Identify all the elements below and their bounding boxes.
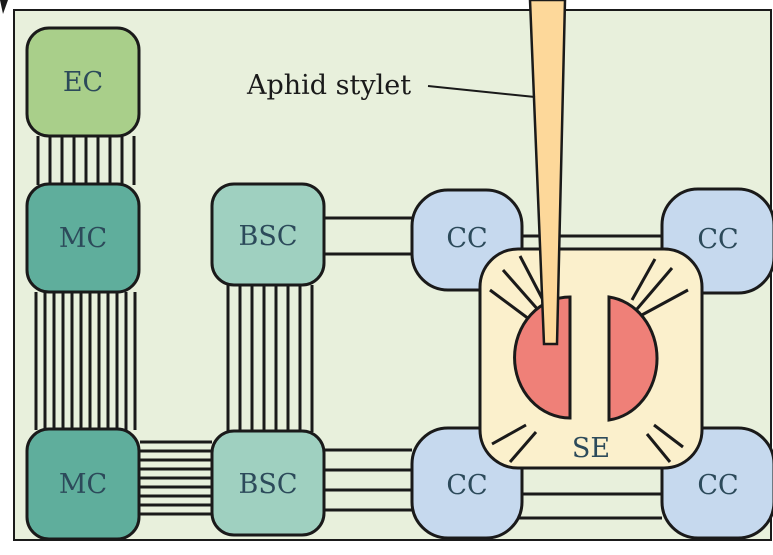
cc-label-top-left: CC (446, 223, 487, 254)
ec-label: EC (63, 67, 103, 98)
bsc-label-top: BSC (239, 221, 298, 252)
corner-fragment (0, 0, 8, 14)
stylet-label: Aphid stylet (246, 70, 411, 101)
cc-label-bottom-right: CC (697, 470, 738, 501)
cc-label-top-right: CC (697, 224, 738, 255)
mc-label-bottom: MC (59, 469, 107, 500)
cc-label-bottom-left: CC (446, 470, 487, 501)
mc-label-top: MC (59, 223, 107, 254)
se-label: SE (572, 433, 610, 464)
bsc-label-bottom: BSC (239, 469, 298, 500)
